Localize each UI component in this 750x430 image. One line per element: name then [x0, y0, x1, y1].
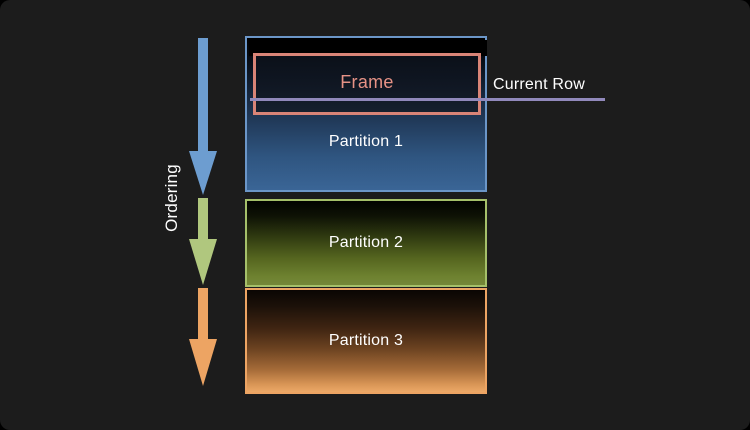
- partition-3[interactable]: Partition 3: [245, 288, 487, 394]
- current-row-line: [250, 98, 605, 101]
- ordering-label: Ordering: [162, 164, 181, 232]
- ordering-arrow-1-icon: [189, 38, 217, 195]
- partition-2[interactable]: Partition 2: [245, 199, 487, 287]
- partition-2-label: Partition 2: [328, 234, 404, 251]
- partition-1-label: Partition 1: [328, 133, 404, 150]
- ordering-axis: Ordering: [140, 30, 250, 400]
- partition-1-top-strip: [249, 40, 487, 56]
- current-row-label: Current Row: [493, 76, 586, 93]
- ordering-arrows-group: [189, 38, 217, 386]
- ordering-arrow-2-icon: [189, 198, 217, 285]
- frame-label: Frame: [340, 72, 394, 92]
- ordering-arrow-3-icon: [189, 288, 217, 386]
- partition-3-label: Partition 3: [328, 332, 404, 349]
- frame-box[interactable]: Frame: [253, 53, 481, 115]
